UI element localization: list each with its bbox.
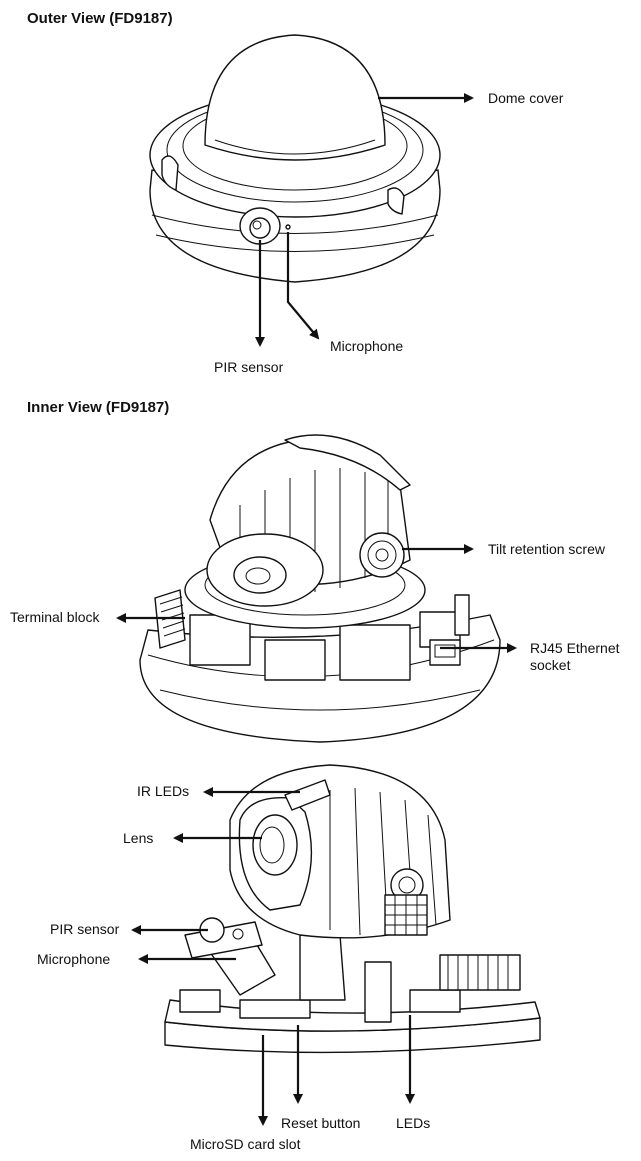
camera-module-drawing [164,764,541,1054]
label-reset-button: Reset button [281,1115,361,1131]
label-dome-cover: Dome cover [488,90,564,106]
label-module-microphone: Microphone [37,951,111,967]
inner-view-title: Inner View (FD9187) [27,399,170,416]
label-terminal-block: Terminal block [10,609,100,625]
outer-view-title: Outer View (FD9187) [27,10,173,27]
label-pir-sensor: PIR sensor [214,359,284,375]
label-ir-leds: IR LEDs [137,783,190,799]
label-microsd-card-slot: MicroSD card slot [190,1136,301,1152]
inner-view-drawing [139,434,501,743]
label-lens: Lens [123,830,154,846]
label-rj45-line2: socket [530,657,571,673]
outer-dome-camera-drawing [149,34,441,283]
label-microphone: Microphone [330,338,404,354]
arrow-microphone [286,232,320,340]
label-leds: LEDs [396,1115,431,1131]
label-rj45-line1: RJ45 Ethernet [530,640,620,656]
label-module-pir-sensor: PIR sensor [50,921,120,937]
label-tilt-retention-screw: Tilt retention screw [488,541,605,557]
